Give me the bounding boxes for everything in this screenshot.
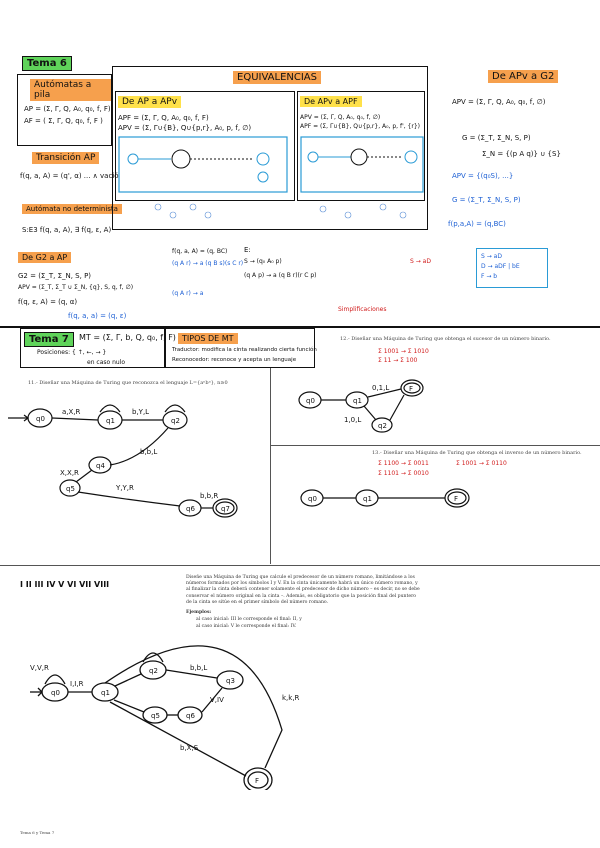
de-g2-def-2: APV = (Σ_T, Σ_T ∪ Σ_N, {q}, S, q, f, ∅) (18, 284, 133, 292)
de-g2-text-1: f(q, ε, A) = (q, α) (18, 298, 77, 307)
ex14-t5: b,X,S (180, 744, 199, 752)
tema6-label: Tema 6 (22, 56, 72, 71)
ex13-state-q1: q1 (363, 495, 372, 503)
ex13-state-q0: q0 (308, 495, 317, 503)
de-apv-a-g2-blue-3: f(p,a,A) = (q,BC) (448, 220, 506, 229)
tipos-mt-2: Reconocedor: reconoce y acepta un lengua… (172, 357, 296, 364)
ex14-t4: k,k,R (282, 694, 300, 702)
ex14-t1: I,I,R (70, 680, 84, 688)
middle-notes-5: S → (q₀ A₀ p) (244, 258, 282, 266)
tipos-mt-1: Traductor: modifica la cinta realizando … (172, 347, 317, 354)
middle-notes-2: (q A r) → a (q B s)(s C r) (172, 260, 243, 268)
exercise-11-title: 11.- Diseñar una Máquina de Turing que r… (28, 380, 228, 387)
ex12-t2: 1,0,L (344, 416, 361, 424)
mt-sub-1: Posiciones: { ↑, ←, → } (37, 349, 106, 357)
ex14-t2: V,V,R (30, 664, 49, 672)
divider-horizontal-right (270, 445, 600, 446)
middle-notes-6: (q A p) → a (q B r)(r C p) (244, 272, 317, 280)
de-g2-def-1: G2 = (Σ_T, Σ_N, S, P) (18, 272, 91, 281)
middle-notes-8: S → aD (410, 258, 431, 266)
de-g2-a-ap-title: De G2 a AP (18, 252, 71, 263)
right-blue-1: S → aD (481, 253, 502, 261)
ex14-t3: b,b,L (190, 664, 207, 672)
roman-header: I II III IV V VI VII VIII (20, 580, 109, 590)
exercise-12-title: 12.- Diseñar una Máquina de Turing que o… (340, 336, 551, 343)
exercise-14-ej1: al caso inicial: III le corresponde el f… (196, 617, 302, 623)
ex11-diagram: q0 q1 q2 q4 q5 q6 q7 a,X,R b,Y,L b,b,L X… (0, 390, 270, 530)
tipos-mt-box: TIPOS DE MT Traductor: modifica la cinta… (165, 328, 315, 368)
middle-notes-1: f(q, a, A) = (q, BC) (172, 248, 227, 256)
ex12-diagram: q0 q1 F q2 0,1,L 1,0,L (272, 370, 600, 445)
ex11-t5: Y,Y,R (115, 484, 134, 492)
mt-def: MT = (Σ, Γ, b, Q, q₀, f, F) (79, 333, 176, 343)
divider-bottom (0, 565, 600, 566)
de-apv-a-g2-2: G = (Σ_T, Σ_N, S, P) (462, 134, 531, 143)
de-apv-a-g2-title: De APv a G2 (488, 70, 558, 83)
right-blue-2: D → aDF | bE (481, 263, 520, 271)
ex11-t1: a,X,R (62, 408, 81, 416)
divider-vertical (270, 368, 271, 564)
ex11-state-q0: q0 (36, 415, 45, 423)
equivalencias-box: EQUIVALENCIAS De AP a APv APF = (Σ, Γ, Q… (112, 66, 428, 230)
ex11-t2: b,Y,L (132, 408, 149, 416)
exercise-14-ejemplos: Ejemplos: (186, 610, 211, 616)
mt-def-box: MT = (Σ, Γ, b, Q, q₀, f, F) Posiciones: … (20, 328, 165, 368)
ex14-state-q3: q3 (226, 677, 235, 685)
ex14-state-q1: q1 (101, 689, 110, 697)
ex11-state-q5: q5 (66, 485, 75, 493)
ex12-state-q0: q0 (306, 397, 315, 405)
ex11-state-q4: q4 (96, 462, 105, 470)
ex12-t1: 0,1,L (372, 384, 389, 392)
ex12-note-2: Σ 11 → Σ 100 (378, 357, 417, 365)
middle-notes-3: (q A r) → a (172, 290, 203, 298)
equivalencias-diagrams (113, 67, 429, 231)
de-apv-a-g2-blue-2: G = (Σ_T, Σ_N, S, P) (452, 196, 521, 205)
ex11-t3: b,b,L (140, 448, 157, 456)
middle-notes-4: E: (244, 246, 251, 255)
middle-notes-7: Simplificaciones (338, 306, 386, 314)
ex14-state-q0: q0 (51, 689, 60, 697)
transicion-ap-title: Transición AP (32, 152, 99, 164)
ex12-state-q1: q1 (353, 397, 362, 405)
ex11-state-q6: q6 (186, 505, 195, 513)
de-apv-a-g2-blue-1: APV = {(q₀S), ...} (452, 172, 513, 181)
ex14-state-F: F (255, 777, 259, 785)
automata-no-det-text: S:E3 f(q, a, A), ∃ f(q, ε, A) (22, 226, 111, 235)
ex12-note-1: Σ 1001 → Σ 1010 (378, 348, 429, 356)
tipos-mt-title: TIPOS DE MT (178, 333, 238, 344)
mt-sub-2: en caso nulo (87, 359, 125, 367)
ex11-state-q2: q2 (171, 417, 180, 425)
ap-def-1: AP = (Σ, Γ, Q, A₀, q₀, f, F) (24, 105, 111, 114)
right-blue-box: S → aD D → aDF | bE F → b (476, 248, 548, 288)
exercise-14-title: Diseñe una Máquina de Turing que calcule… (186, 575, 421, 606)
transicion-ap-text: f(q, a, A) = (q', α) ... ∧ vació (20, 172, 119, 181)
ex11-state-q1: q1 (106, 417, 115, 425)
de-apv-a-g2-1: APV = (Σ, Γ, Q, A₀, q₀, f, ∅) (452, 98, 546, 107)
ap-def-2: AF = ( Σ, Γ, Q, q₀, f, F ) (24, 117, 103, 126)
ex13-note-1: Σ 1100 → Σ 0011 (378, 460, 429, 468)
ex11-state-q7: q7 (221, 505, 230, 513)
footer: Tema 6 y Tema 7 (20, 830, 54, 835)
ex12-state-F: F (409, 385, 413, 393)
de-g2-text-2: f(q, a, a) = (q, ε) (68, 312, 126, 321)
ex14-state-q2: q2 (149, 667, 158, 675)
ex13-note-3: Σ 1001 → Σ 0110 (456, 460, 507, 468)
ex14-state-q5: q5 (151, 712, 160, 720)
automata-no-det-title: Autómata no determinista (22, 204, 122, 214)
de-apv-a-g2-3: Σ_N = {(p A q)} ∪ {S} (482, 150, 561, 159)
ex12-state-q2: q2 (378, 422, 387, 430)
ex14-state-q6: q6 (186, 712, 195, 720)
exercise-13-title: 13.- Diseñar una Máquina de Turing que o… (372, 450, 582, 457)
ex14-diagram: q0 q1 q2 q3 q5 q6 F I,I,R V,V,R b,b,L k,… (0, 630, 600, 790)
ex13-diagram: q0 q1 F (272, 470, 600, 550)
ex11-t4: X,X,R (60, 469, 79, 477)
ex11-t6: b,b,R (200, 492, 218, 500)
ex14-t6: V,IV (210, 696, 224, 704)
ex13-state-F: F (454, 495, 458, 503)
automatas-a-pila-title: Autómatas a pila (30, 79, 111, 101)
automatas-a-pila-box: Autómatas a pila AP = (Σ, Γ, Q, A₀, q₀, … (17, 74, 112, 146)
right-blue-3: F → b (481, 273, 497, 281)
